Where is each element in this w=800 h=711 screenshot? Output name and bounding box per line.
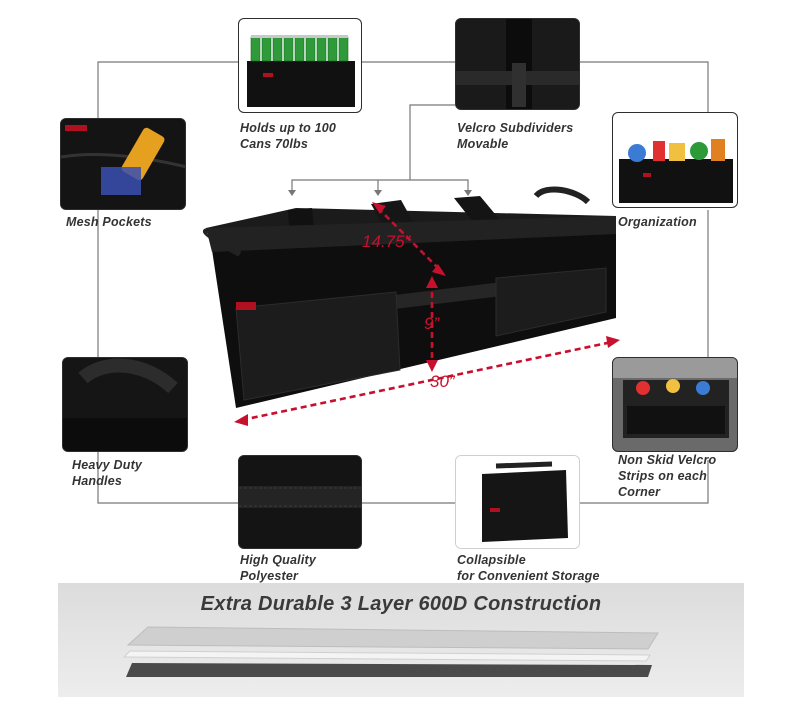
organization-caption: Organization: [618, 215, 697, 229]
depth-dimension: 14.75”: [362, 232, 411, 251]
non-skid-thumbnail: [612, 357, 738, 452]
handles-caption: Heavy Duty Handles: [72, 458, 143, 488]
cans-thumbnail: [238, 18, 362, 113]
mesh-pockets-caption: Mesh Pockets: [66, 215, 152, 229]
material-layers-illustration: [122, 626, 659, 677]
handles-thumbnail: [62, 357, 188, 452]
height-dimension: 9”: [424, 314, 440, 333]
velcro-subdividers-thumbnail: [455, 18, 580, 110]
collapsible-caption: Collapsible for Convenient Storage: [457, 553, 600, 583]
polyester-caption: High Quality Polyester: [240, 553, 317, 583]
organization-thumbnail: [612, 112, 738, 208]
mesh-pockets-thumbnail: [60, 118, 186, 210]
velcro-subdividers-caption: Velcro Subdividers Movable: [457, 121, 574, 151]
polyester-thumbnail: [238, 455, 362, 549]
cans-caption: Holds up to 100 Cans 70lbs: [240, 121, 337, 151]
non-skid-caption: Non Skid Velcro Strips on each Corner: [618, 453, 717, 499]
collapsible-thumbnail: [455, 455, 580, 549]
construction-title: Extra Durable 3 Layer 600D Construction: [200, 593, 602, 615]
trunk-organizer-illustration: [203, 186, 620, 426]
length-dimension: 30”: [430, 372, 455, 391]
construction-banner: Extra Durable 3 Layer 600D Construction: [58, 583, 744, 697]
